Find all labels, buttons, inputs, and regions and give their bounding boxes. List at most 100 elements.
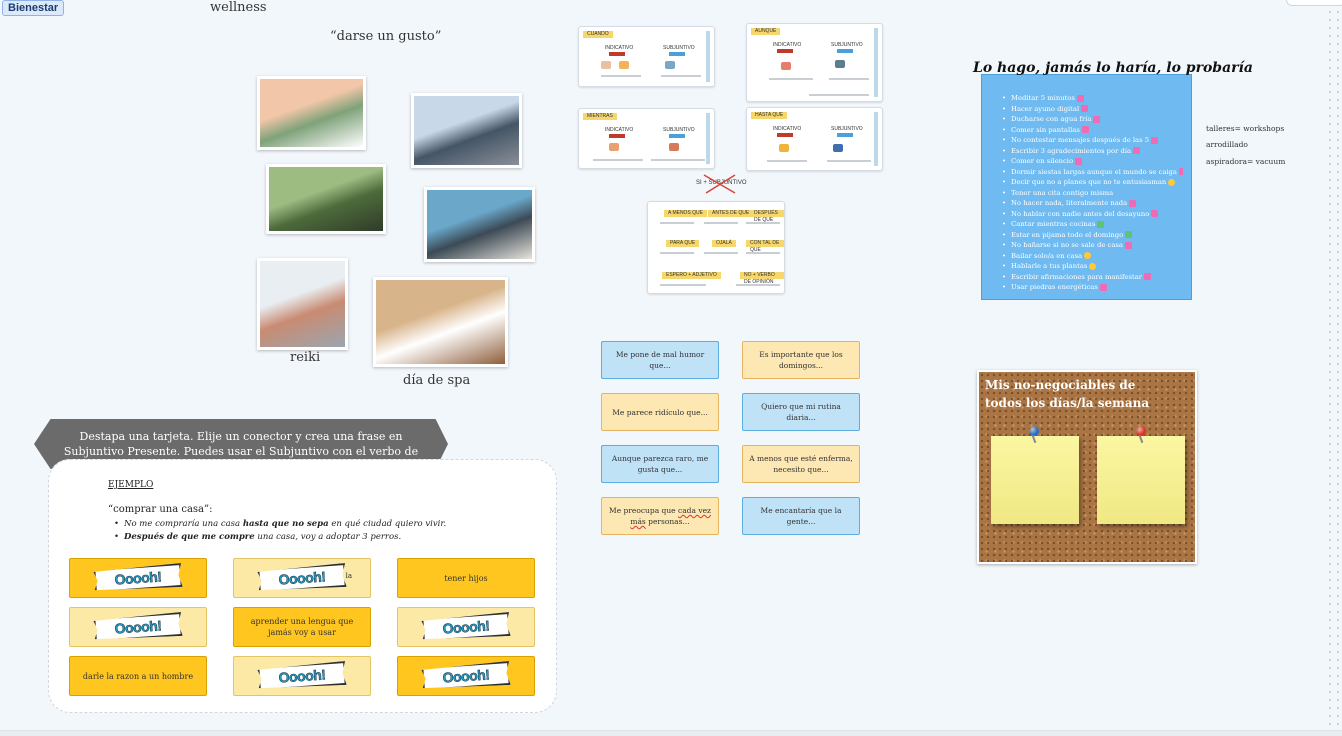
list-item: No contestar mensajes después de las 5: [1002, 135, 1183, 146]
tarjeta-text: aprender una lengua que jamás voy a usar: [250, 617, 354, 637]
connector-card[interactable]: Me encantaría que la gente...: [742, 497, 860, 535]
star-emoji-icon: [1168, 178, 1176, 186]
sticky-note[interactable]: [991, 436, 1079, 524]
reiki-caption: reiki: [290, 350, 321, 365]
darse-un-gusto-title: “darse un gusto”: [330, 29, 442, 44]
slide-aunque[interactable]: AUNQUE INDICATIVO SUBJUNTIVO: [746, 23, 883, 102]
pushpin-icon: [1029, 426, 1039, 436]
connector-tag: PARA QUE: [666, 240, 700, 247]
connector-card[interactable]: A menos que esté enferma, necesito que..…: [742, 445, 860, 483]
frame-label[interactable]: Bienestar: [2, 0, 65, 16]
list-title: Lo hago, jamás lo haría, lo probaría: [973, 60, 1253, 76]
slide-tag: CUANDO: [583, 31, 613, 38]
list-item: Estar en pijama todo el domingo: [1002, 230, 1183, 241]
face-mask-photo[interactable]: [257, 76, 366, 150]
slide-mientras[interactable]: MIENTRAS INDICATIVO SUBJUNTIVO: [578, 108, 715, 169]
heart-emoji-icon: [1081, 126, 1089, 133]
tarjeta-partial-text: la: [345, 572, 352, 580]
connector-tag: ESPERO + ADJETIVO: [662, 272, 721, 279]
list-item: No hablar con nadie antes del desayuno: [1002, 209, 1183, 220]
oooh-banner-icon: Ooooh!: [421, 612, 510, 642]
corkboard-title: Mis no-negociables de todos los días/la …: [985, 378, 1150, 410]
connector-card[interactable]: Me preocupa que cada vez más personas...: [601, 497, 719, 535]
connector-tag: NO + VERBO DE OPINIÓN: [740, 272, 784, 285]
list-item: Hacer ayuno digital: [1002, 104, 1183, 115]
slide-col-indicativo: INDICATIVO: [605, 127, 634, 133]
slide-hasta-que[interactable]: HASTA QUE INDICATIVO SUBJUNTIVO: [746, 107, 883, 171]
connector-tag: CON TAL DE QUE: [746, 240, 784, 253]
oooh-banner-icon: Ooooh!: [93, 563, 182, 593]
tarjeta-covered[interactable]: Ooooh!: [69, 607, 207, 647]
list-item: Hablarle a tus plantas: [1002, 261, 1183, 272]
list-item: Comer en silencio: [1002, 156, 1183, 167]
tarjeta-covered[interactable]: Ooooh!: [69, 558, 207, 598]
slide-cuando[interactable]: CUANDO INDICATIVO SUBJUNTIVO: [578, 26, 715, 87]
slide-tag: AUNQUE: [751, 28, 781, 35]
tarjeta-covered[interactable]: Ooooh! la: [233, 558, 371, 598]
list-item: Dormir siestas largas aunque el mundo se…: [1002, 167, 1183, 178]
slide-col-subjuntivo: SUBJUNTIVO: [831, 42, 863, 48]
ice-bath-photo[interactable]: [424, 187, 535, 262]
sticky-note[interactable]: [1097, 436, 1185, 524]
oooh-banner-icon: Ooooh!: [93, 612, 182, 642]
connector-card[interactable]: Quiero que mi rutina diaria...: [742, 393, 860, 431]
list-item: Bailar solo/a en casa: [1002, 251, 1183, 262]
heart-emoji-icon: [1093, 115, 1101, 123]
connector-card[interactable]: Aunque parezca raro, me gusta que...: [601, 445, 719, 483]
reiki-photo[interactable]: [257, 258, 348, 350]
board-edge: [1326, 0, 1342, 736]
list-item: No hacer nada, literalmente nada: [1002, 198, 1183, 209]
tarjeta-revealed[interactable]: tener hijos: [397, 558, 535, 598]
vocab-note: arrodillado: [1206, 140, 1248, 149]
example-prompt: “comprar una casa”:: [108, 504, 213, 515]
tarjeta-revealed[interactable]: aprender una lengua que jamás voy a usar: [233, 607, 371, 647]
slide-col-subjuntivo: SUBJUNTIVO: [663, 45, 695, 51]
list-item: Cantar mientras cocinas: [1002, 219, 1183, 230]
tarjeta-revealed[interactable]: darle la razon a un hombre: [69, 656, 207, 696]
list-item: Escribir afirmaciones para manifestar: [1002, 272, 1183, 283]
tarjeta-covered[interactable]: Ooooh!: [397, 656, 535, 696]
connector-tag: OJALÁ: [712, 240, 736, 247]
oooh-banner-icon: Ooooh!: [421, 661, 510, 691]
heart-emoji-icon: [1144, 273, 1152, 280]
tarjeta-text: tener hijos: [444, 573, 488, 583]
slide-col-subjuntivo: SUBJUNTIVO: [831, 126, 863, 132]
list-item: Decir que no a planes que no te entusias…: [1002, 177, 1183, 188]
connector-card[interactable]: Me pone de mal humor que...: [601, 341, 719, 379]
oooh-banner-icon: Ooooh!: [257, 563, 346, 593]
connector-tag: ANTES DE QUE: [708, 210, 754, 217]
list-item: No bañarse si no se sale de casa: [1002, 240, 1183, 251]
spa-caption: día de spa: [403, 373, 471, 388]
board-bottom-edge: [0, 730, 1342, 736]
corner-handle[interactable]: [1286, 0, 1342, 6]
oooh-banner-icon: Ooooh!: [257, 661, 346, 691]
wellness-list-box[interactable]: Meditar 5 minutosHacer ayuno digitalDuch…: [981, 74, 1192, 300]
tarjeta-text: darle la razon a un hombre: [82, 671, 194, 681]
heart-emoji-icon: [1099, 283, 1107, 291]
heart-emoji-icon: [1151, 210, 1159, 217]
heart-emoji-icon: [1129, 199, 1137, 207]
star-emoji-icon: [1084, 252, 1092, 259]
group-meditation-photo[interactable]: [266, 164, 386, 234]
example-heading: EJEMPLO: [108, 480, 154, 490]
heart-emoji-icon: [1076, 94, 1084, 102]
connector-card[interactable]: Es importante que los domingos...: [742, 341, 860, 379]
red-cross-mark: [703, 174, 736, 194]
connectors-slide[interactable]: A MENOS QUE ANTES DE QUE DESPUÉS DE QUE …: [647, 201, 785, 294]
hiker-lake-photo[interactable]: [411, 93, 522, 168]
vocab-note: aspiradora= vacuum: [1206, 157, 1286, 166]
list-item: Comer sin pantallas: [1002, 125, 1183, 136]
wellness-list: Meditar 5 minutosHacer ayuno digitalDuch…: [1002, 93, 1183, 293]
heart-emoji-icon: [1133, 147, 1141, 154]
tarjeta-covered[interactable]: Ooooh!: [397, 607, 535, 647]
checkmark-emoji-icon: [1097, 220, 1105, 228]
list-item: Escribir 3 agradecimientos por día: [1002, 146, 1183, 157]
list-item: Tener una cita contigo misma: [1002, 188, 1183, 199]
connector-card[interactable]: Me parece ridículo que...: [601, 393, 719, 431]
vocab-note: talleres= workshops: [1206, 124, 1285, 133]
spa-bath-photo[interactable]: [373, 277, 508, 367]
tarjeta-covered[interactable]: Ooooh!: [233, 656, 371, 696]
heart-emoji-icon: [1075, 157, 1083, 165]
slide-col-indicativo: INDICATIVO: [773, 126, 802, 132]
checkmark-emoji-icon: [1125, 231, 1133, 238]
